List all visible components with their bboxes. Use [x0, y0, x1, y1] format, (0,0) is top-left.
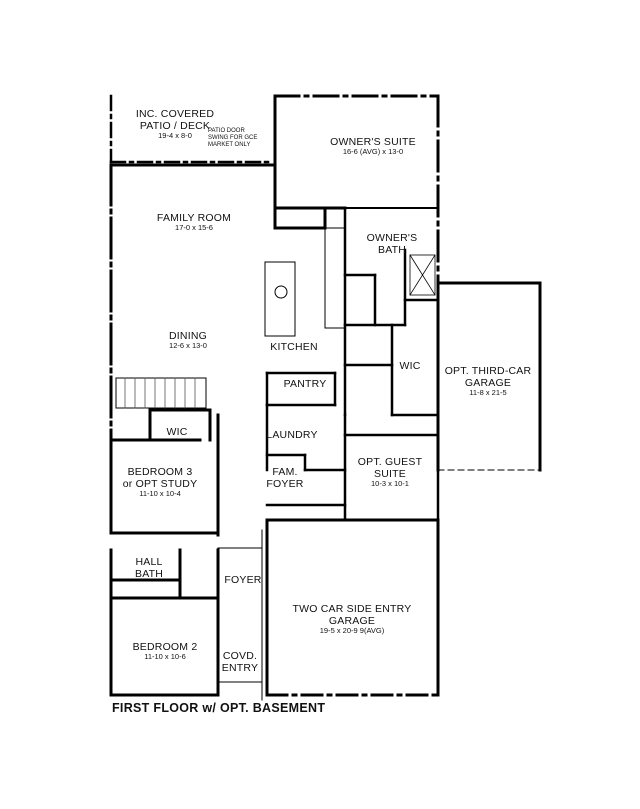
dining-name: DINING: [169, 330, 207, 342]
owners-bath-label: OWNER'S BATH: [366, 232, 418, 257]
bedroom2-label: BEDROOM 2 11-10 x 10-6: [133, 641, 198, 662]
owners-suite-dims: 16-6 (AVG) x 13-0: [342, 147, 404, 157]
owners-wic-walls: [343, 323, 440, 417]
guest-suite-name: OPT. GUEST SUITE: [357, 456, 423, 481]
hall-bath-label: HALL BATH: [134, 556, 164, 581]
plan-title: FIRST FLOOR w/ OPT. BASEMENT: [112, 701, 326, 715]
guest-suite-label: OPT. GUEST SUITE 10-3 x 10-1: [358, 456, 422, 489]
laundry-label: LAUNDRY: [266, 429, 318, 441]
owners-suite-name: OWNER'S SUITE: [330, 136, 416, 148]
owners-bath-walls: [343, 206, 440, 417]
pantry-label: PANTRY: [283, 378, 327, 390]
owners-wic-label: WIC: [399, 360, 421, 372]
main-living-walls: [109, 163, 327, 442]
bedroom2-walls: [109, 548, 220, 697]
patio-dims: 19-4 x 8-0: [158, 131, 192, 141]
owners-suite-walls: [273, 94, 440, 285]
third-car-garage-name: OPT. THIRD-CAR GARAGE: [444, 365, 532, 390]
family-room-label: FAMILY ROOM 17-0 x 15-6: [157, 212, 231, 233]
entry-walls: [217, 529, 263, 701]
patio-outline: [109, 94, 274, 164]
kitchen-island: [264, 227, 346, 337]
kitchen-label: KITCHEN: [270, 341, 318, 353]
patio-note: PATIO DOOR SWING FOR GCE MARKET ONLY: [208, 128, 258, 149]
bedroom3-name: BEDROOM 3 or OPT STUDY: [122, 466, 198, 491]
patio-name: INC. COVERED PATIO / DECK: [135, 108, 215, 133]
fam-foyer-label: FAM. FOYER: [266, 466, 304, 491]
bedroom3-wic-label: WIC: [166, 426, 188, 438]
family-room-name: FAMILY ROOM: [156, 212, 232, 224]
third-car-garage-dims: 11-8 x 21-5: [469, 388, 507, 398]
covd-entry-label: COVD. ENTRY: [221, 650, 259, 675]
patio-label: INC. COVERED PATIO / DECK 19-4 x 8-0: [136, 108, 214, 141]
two-car-garage-walls: [265, 518, 440, 697]
two-car-garage-name: TWO CAR SIDE ENTRY GARAGE: [292, 603, 412, 628]
guest-suite-dims: 10-3 x 10-1: [371, 479, 409, 489]
stairs: [115, 377, 207, 409]
bedroom3-label: BEDROOM 3 or OPT STUDY 11-10 x 10-4: [123, 466, 198, 499]
dining-label: DINING 12-6 x 13-0: [169, 330, 207, 351]
dining-dims: 12-6 x 13-0: [169, 341, 207, 351]
third-car-garage-label: OPT. THIRD-CAR GARAGE 11-8 x 21-5: [445, 365, 532, 398]
bedroom3-dims: 11-10 x 10-4: [139, 489, 181, 499]
bedroom2-name: BEDROOM 2: [132, 641, 198, 653]
pantry-walls: [265, 371, 337, 407]
bedroom3-walls: [109, 408, 220, 537]
owners-suite-label: OWNER'S SUITE 16-6 (AVG) x 13-0: [330, 136, 416, 157]
two-car-garage-label: TWO CAR SIDE ENTRY GARAGE 19-5 x 20-9 9(…: [293, 603, 412, 636]
foyer-label: FOYER: [224, 574, 262, 586]
bedroom2-dims: 11-10 x 10-6: [144, 652, 186, 662]
two-car-garage-dims: 19-5 x 20-9 9(AVG): [319, 626, 385, 636]
family-room-dims: 17-0 x 15-6: [175, 223, 213, 233]
